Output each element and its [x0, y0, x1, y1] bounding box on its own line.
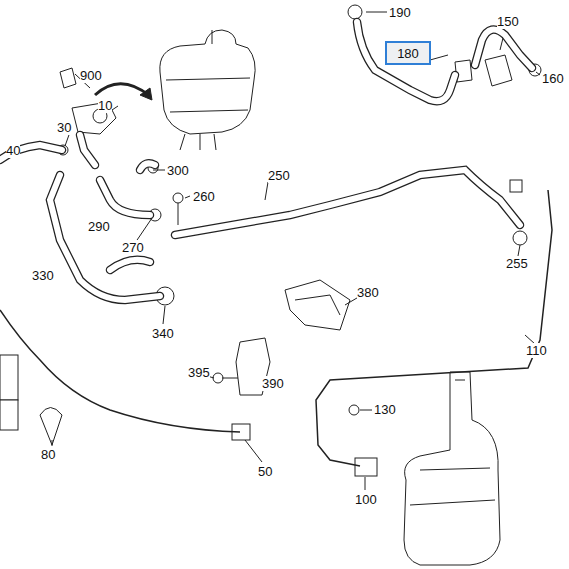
- callout-number: 80: [41, 447, 55, 462]
- callout-number: 390: [262, 376, 284, 391]
- callout-number: 255: [506, 256, 528, 271]
- callout-number: 260: [193, 189, 215, 204]
- callout-number: 290: [88, 219, 110, 234]
- callout-number: 340: [152, 326, 174, 341]
- callout-number: 300: [167, 163, 189, 178]
- callout-number: 40: [6, 143, 20, 158]
- callout-number: 330: [32, 268, 54, 283]
- callout-number: 160: [542, 71, 564, 86]
- callout-number: 30: [57, 120, 71, 135]
- callout-number: 110: [526, 343, 547, 358]
- callout-number: 180: [387, 46, 429, 61]
- callout-number: 150: [497, 14, 519, 29]
- callout-number: 10: [98, 98, 112, 113]
- callout-number: 50: [258, 464, 272, 479]
- callout-number: 900: [80, 68, 102, 83]
- callout-number: 380: [357, 285, 379, 300]
- callout-number: 395: [188, 365, 210, 380]
- callout-number: 100: [355, 492, 377, 507]
- callout-number: 270: [122, 240, 144, 255]
- callout-number: 250: [268, 168, 290, 183]
- callout-number: 190: [389, 5, 411, 20]
- callout-number: 130: [374, 402, 396, 417]
- highlight-box: 180: [385, 41, 431, 65]
